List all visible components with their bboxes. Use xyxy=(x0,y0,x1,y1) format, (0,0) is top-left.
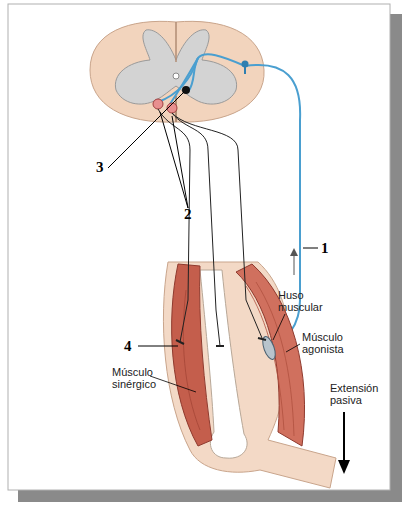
part-label: Extensión pasiva xyxy=(330,382,390,406)
part-label: Huso muscular xyxy=(278,289,334,313)
motor-nerve xyxy=(172,113,262,338)
extension-arrow xyxy=(343,412,345,462)
direction-arrowhead xyxy=(290,248,298,256)
end-plate xyxy=(176,338,266,346)
leader-line xyxy=(150,376,196,392)
callout-number: 4 xyxy=(124,339,144,354)
motor-neuron xyxy=(153,99,163,109)
leader-line xyxy=(286,344,300,352)
central-canal xyxy=(173,73,179,79)
afferent-branch xyxy=(170,58,198,104)
leader-line xyxy=(108,92,184,168)
leader-line xyxy=(138,346,178,347)
motor-nerve xyxy=(172,113,220,346)
callout-number: 2 xyxy=(184,207,204,222)
part-label: Músculo sinérgico xyxy=(112,366,174,390)
synergist-muscle xyxy=(172,264,212,446)
frame xyxy=(8,4,390,490)
callout-number: 3 xyxy=(96,160,116,175)
dorsal-sulcus xyxy=(175,22,177,62)
leader-line xyxy=(273,314,285,340)
leader-line xyxy=(160,112,188,208)
part-label: Músculo agonista xyxy=(302,331,358,355)
leader-line xyxy=(303,248,318,249)
extension-arrowhead xyxy=(338,460,350,474)
arm-outline xyxy=(163,262,336,488)
callout-number: 1 xyxy=(321,241,341,256)
spinal-cord xyxy=(90,21,264,122)
motor-nerve xyxy=(158,109,190,342)
ganglion xyxy=(242,61,249,68)
afferent-branch xyxy=(158,58,198,102)
